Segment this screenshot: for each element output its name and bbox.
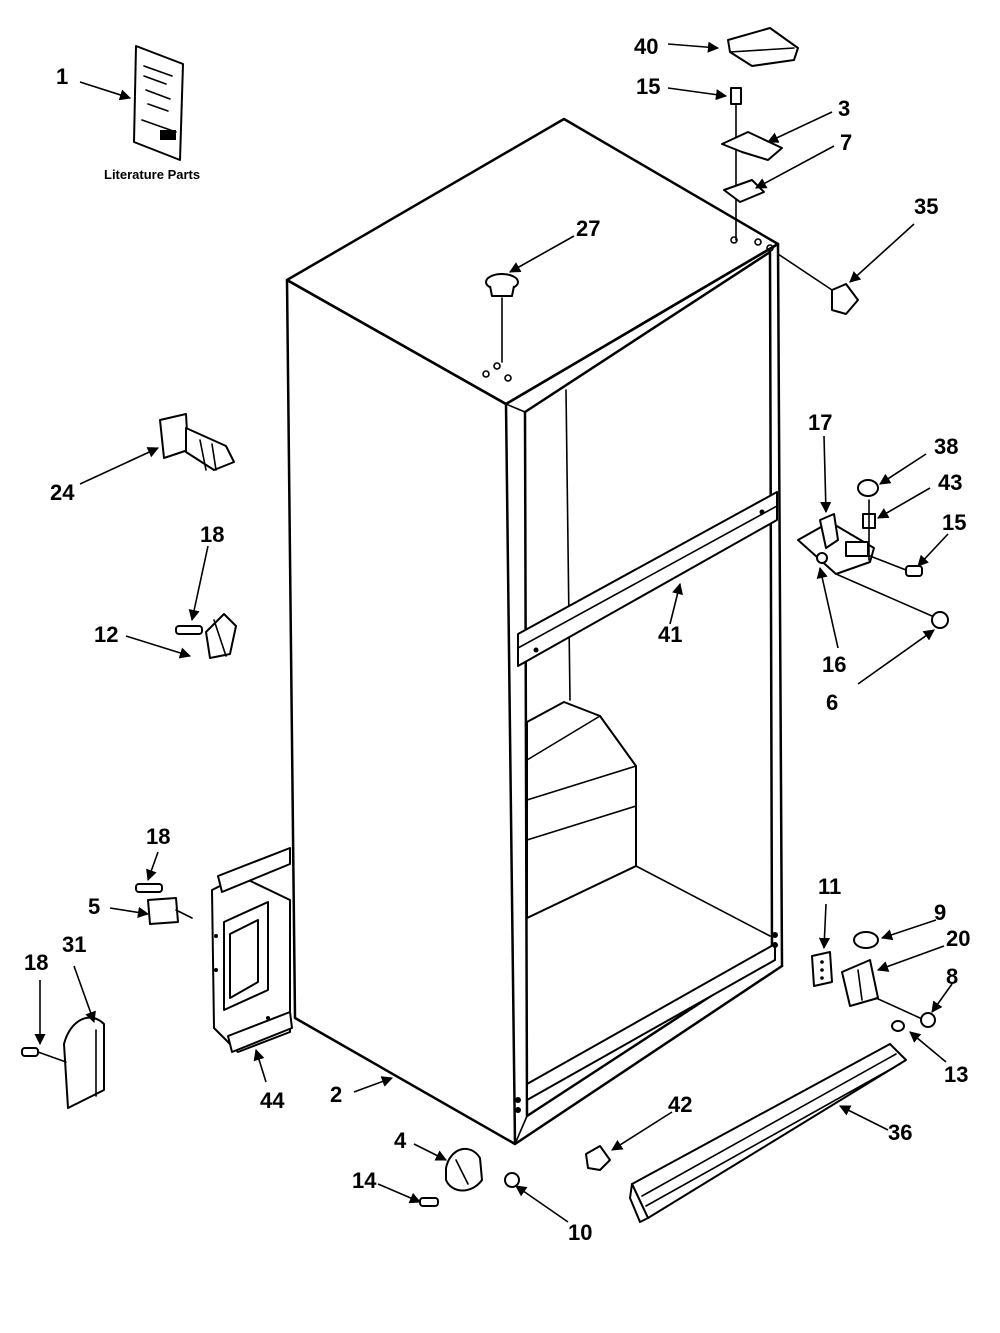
leader-lines <box>34 41 953 1223</box>
cabinet <box>285 117 784 1146</box>
callout-38: 38 <box>934 434 958 459</box>
callout-7: 7 <box>840 130 852 155</box>
callout-18-lower: 18 <box>146 824 170 849</box>
callout-20: 20 <box>946 926 970 951</box>
callout-5: 5 <box>88 894 100 919</box>
grille-clip <box>585 1145 611 1171</box>
callout-44: 44 <box>260 1088 285 1113</box>
base-grille <box>629 1043 907 1223</box>
callout-31: 31 <box>62 932 86 957</box>
callout-18-left: 18 <box>24 950 48 975</box>
middle-hinge-assembly <box>797 479 949 629</box>
left-lower-parts <box>21 883 193 1109</box>
callout-labels: 1 40 15 3 7 35 27 24 18 12 17 38 43 15 4… <box>24 34 970 1245</box>
callout-41: 41 <box>658 622 682 647</box>
callout-2: 2 <box>330 1082 342 1107</box>
callout-18-upper: 18 <box>200 522 224 547</box>
callout-16: 16 <box>822 652 846 677</box>
callout-10: 10 <box>568 1220 592 1245</box>
callout-4: 4 <box>394 1128 407 1153</box>
top-hinge-assembly <box>721 27 799 241</box>
literature-parts-caption: Literature Parts <box>104 167 200 182</box>
callout-1: 1 <box>56 64 68 89</box>
divider-bar <box>517 491 778 667</box>
callout-6: 6 <box>826 690 838 715</box>
callout-27: 27 <box>576 216 600 241</box>
leveler-assembly <box>419 1147 520 1207</box>
callout-13: 13 <box>944 1062 968 1087</box>
callout-36: 36 <box>888 1120 912 1145</box>
callout-9: 9 <box>934 900 946 925</box>
callout-40: 40 <box>634 34 658 59</box>
callout-15-middle: 15 <box>942 510 966 535</box>
callout-42: 42 <box>668 1092 692 1117</box>
rear-bracket <box>211 847 293 1053</box>
callout-24: 24 <box>50 480 75 505</box>
callout-35: 35 <box>914 194 938 219</box>
callout-3: 3 <box>838 96 850 121</box>
callout-8: 8 <box>946 964 958 989</box>
callout-12: 12 <box>94 622 118 647</box>
hinge-cover <box>777 253 859 315</box>
callout-15-top: 15 <box>636 74 660 99</box>
callout-11: 11 <box>818 874 841 899</box>
plug-button <box>485 273 519 363</box>
right-lower-parts <box>811 931 936 1032</box>
callout-14: 14 <box>352 1168 377 1193</box>
part-24-bracket <box>159 413 235 471</box>
callout-43: 43 <box>938 470 962 495</box>
callout-17: 17 <box>808 410 832 435</box>
literature-parts: Literature Parts <box>104 45 200 182</box>
part-12-clip <box>175 613 237 659</box>
